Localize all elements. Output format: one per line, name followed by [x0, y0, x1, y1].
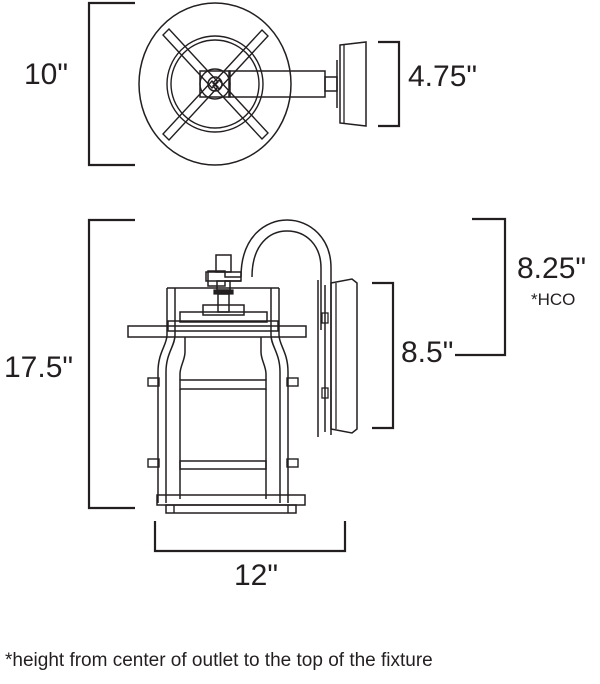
- base-plate-narrow: [165, 504, 297, 514]
- wall-plate-notch-upper: [321, 312, 329, 324]
- backplate-mid-circle: [166, 35, 264, 133]
- backplate-outer-circle: [138, 2, 292, 166]
- cross-arm-lower-left: [162, 79, 219, 142]
- finial-lower-stem: [217, 293, 230, 313]
- dimension-bracket-10in: [87, 1, 135, 167]
- arm-neck: [324, 76, 338, 92]
- roof-upper-plate: [179, 311, 268, 323]
- footnote-text: *height from center of outlet to the top…: [5, 650, 433, 671]
- glass-shoulder-left: [179, 337, 186, 380]
- dimension-label-175in: 17.5": [4, 351, 74, 384]
- cross-arm-lower-right: [212, 78, 269, 141]
- gooseneck-arm-inner: [251, 230, 322, 300]
- cage-rail-tab-right-upper: [286, 377, 299, 387]
- dimension-label-825in: 8.25": [517, 252, 587, 285]
- dimension-label-10in: 10": [24, 58, 69, 91]
- cage-upright-right-outer: [278, 334, 289, 503]
- cage-upright-left-inner: [165, 334, 176, 503]
- dimension-bracket-12in: [153, 521, 347, 553]
- center-hub-block: [199, 70, 231, 98]
- wall-plate-notch-lower: [321, 387, 329, 399]
- cross-arm-upper-left: [162, 27, 219, 90]
- cage-upright-right-inner: [270, 334, 281, 503]
- projecting-arm: [228, 70, 326, 98]
- dimension-bracket-475in: [378, 40, 401, 128]
- dimension-bracket-825in: [455, 217, 507, 357]
- arm-bracket-foot: [207, 270, 241, 287]
- dimension-label-475in: 4.75": [408, 60, 478, 93]
- dimension-bracket-175in: [87, 218, 135, 510]
- glass-shoulder-right: [260, 337, 267, 380]
- cage-rail-tab-left-upper: [147, 377, 160, 387]
- backplate-inner-circle: [170, 39, 260, 129]
- glass-band-upper: [179, 379, 267, 390]
- cage-rail-tab-left-lower: [147, 458, 160, 468]
- dimension-note-hco: *HCO: [531, 290, 576, 309]
- roof-top-collar: [202, 304, 245, 316]
- roof-brim-plate: [127, 325, 307, 338]
- dimension-label-85in: 8.5": [401, 336, 454, 369]
- glass-band-lower: [179, 460, 267, 470]
- finial-cap: [215, 254, 232, 273]
- mounting-block-body: [339, 41, 367, 127]
- wall-plate-body: [330, 278, 358, 434]
- gooseneck-arm-outer: [240, 219, 332, 300]
- cage-rail-tab-right-lower: [286, 458, 299, 468]
- dimension-bracket-85in: [372, 281, 395, 430]
- cage-upright-left-outer: [157, 334, 168, 503]
- dimension-label-12in: 12": [234, 559, 279, 592]
- base-plate-wide: [156, 494, 306, 506]
